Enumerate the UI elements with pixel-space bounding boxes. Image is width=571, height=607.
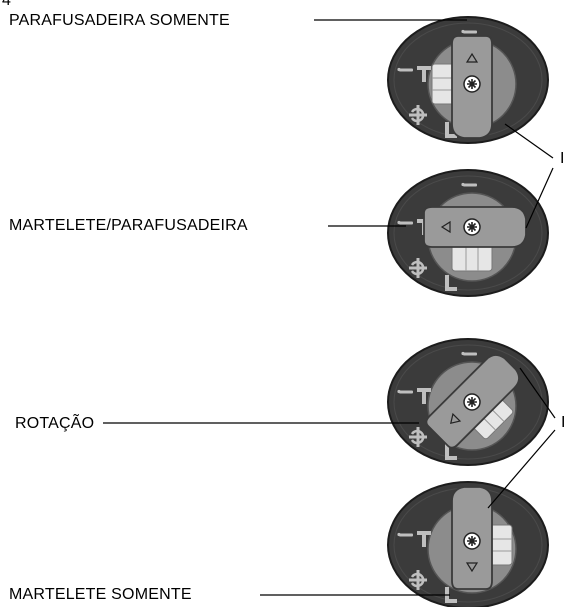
callout-line-1 (504, 123, 554, 159)
label-rotation: ROTAÇÃO (15, 415, 95, 432)
dial-hammer-screwdriver (388, 170, 548, 296)
label-hammer-only: MARTELETE SOMENTE (9, 586, 192, 603)
label-hammer-screwdriver: MARTELETE/PARAFUSADEIRA (9, 217, 248, 234)
figure-number: 4 (2, 0, 12, 9)
callout-label-top: I (560, 150, 565, 167)
callout-line-2 (525, 167, 554, 229)
label-screwdriver-only: PARAFUSADEIRA SOMENTE (9, 12, 230, 29)
dial-rotation (388, 339, 548, 465)
dial-hammer-only (388, 482, 548, 607)
callout-label-bottom: I (561, 414, 566, 431)
callout-line-3 (519, 367, 556, 419)
dial-screwdriver-only (388, 17, 548, 143)
callout-line-4 (487, 429, 556, 509)
